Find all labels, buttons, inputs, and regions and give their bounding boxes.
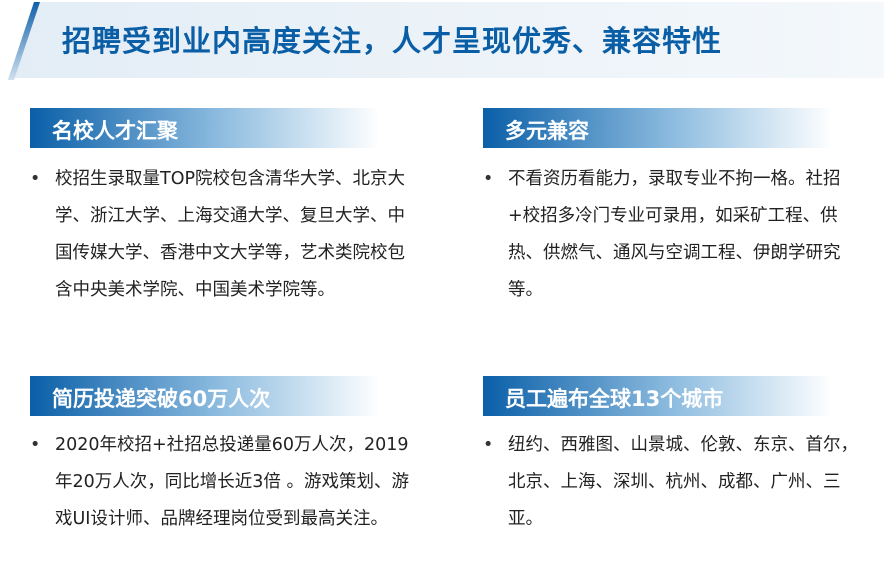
list-item: 校招生录取量TOP院校包含清华大学、北京大学、浙江大学、上海交通大学、复旦大学、… bbox=[30, 161, 415, 309]
section-header-cities: 员工遍布全球13个城市 bbox=[483, 376, 833, 416]
section-heading: 多元兼容 bbox=[505, 119, 589, 143]
section-list-resumes: 2020年校招+社招总投递量60万人次，2019年20万人次，同比增长近3倍 。… bbox=[30, 427, 415, 538]
section-header-resumes: 简历投递突破60万人次 bbox=[30, 376, 380, 416]
section-heading: 名校人才汇聚 bbox=[52, 119, 178, 143]
title-banner bbox=[8, 2, 884, 78]
list-item: 纽约、西雅图、山景城、伦敦、东京、首尔，北京、上海、深圳、杭州、成都、广州、三亚… bbox=[483, 427, 868, 538]
section-header-diversity: 多元兼容 bbox=[483, 108, 833, 148]
section-header-schools: 名校人才汇聚 bbox=[30, 108, 380, 148]
list-item: 不看资历看能力，录取专业不拘一格。社招+校招多冷门专业可录用，如采矿工程、供热、… bbox=[483, 161, 868, 309]
page-title: 招聘受到业内高度关注，人才呈现优秀、兼容特性 bbox=[62, 24, 723, 58]
section-list-cities: 纽约、西雅图、山景城、伦敦、东京、首尔，北京、上海、深圳、杭州、成都、广州、三亚… bbox=[483, 427, 868, 538]
section-heading: 简历投递突破60万人次 bbox=[52, 387, 271, 411]
section-list-diversity: 不看资历看能力，录取专业不拘一格。社招+校招多冷门专业可录用，如采矿工程、供热、… bbox=[483, 161, 868, 309]
list-item: 2020年校招+社招总投递量60万人次，2019年20万人次，同比增长近3倍 。… bbox=[30, 427, 415, 538]
section-heading: 员工遍布全球13个城市 bbox=[505, 387, 724, 411]
section-list-schools: 校招生录取量TOP院校包含清华大学、北京大学、浙江大学、上海交通大学、复旦大学、… bbox=[30, 161, 415, 309]
